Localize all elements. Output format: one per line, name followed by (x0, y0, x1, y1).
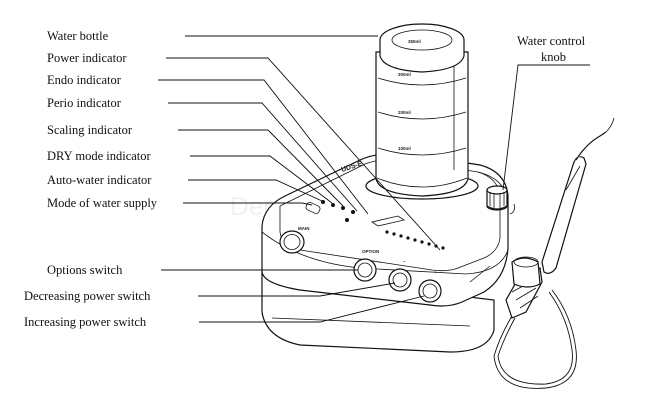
label-water-bottle: Water bottle (47, 29, 109, 43)
label-options-switch: Options switch (47, 263, 123, 277)
handpiece (493, 117, 615, 389)
label-decreasing-power-switch: Decreasing power switch (24, 289, 151, 303)
label-dry-mode-indicator: DRY mode indicator (47, 149, 152, 163)
plus-button-text: + (434, 270, 437, 275)
label-increasing-power-switch: Increasing power switch (24, 315, 147, 329)
label-scaling-indicator: Scaling indicator (47, 123, 133, 137)
label-auto-water-indicator: Auto-water indicator (47, 173, 152, 187)
label-water-control-knob-1: Water control (517, 34, 586, 48)
water-control-knob (486, 185, 515, 215)
label-endo-indicator: Endo indicator (47, 73, 122, 87)
label-water-control-knob-2: knob (541, 50, 566, 64)
bottle-mark-300: 300ml (398, 72, 411, 77)
bottle-cap-text: 350ml (408, 39, 421, 44)
water-bottle: 350ml 300ml 200ml 100ml (365, 23, 479, 200)
main-power-button: MAIN (279, 226, 310, 254)
label-perio-indicator: Perio indicator (47, 96, 122, 110)
front-buttons: OPTION − + (353, 249, 442, 303)
minus-button-text: − (403, 259, 406, 264)
option-button-text: OPTION (362, 249, 379, 254)
callout-lines (158, 35, 590, 323)
label-mode-of-water-supply: Mode of water supply (47, 196, 158, 210)
labels: Water bottle Power indicator Endo indica… (24, 29, 586, 329)
bottle-mark-200: 200ml (398, 110, 411, 115)
label-power-indicator: Power indicator (47, 51, 127, 65)
main-button-text: MAIN (298, 226, 310, 231)
water-mode-button (305, 202, 321, 214)
bottle-mark-100: 100ml (398, 146, 411, 151)
